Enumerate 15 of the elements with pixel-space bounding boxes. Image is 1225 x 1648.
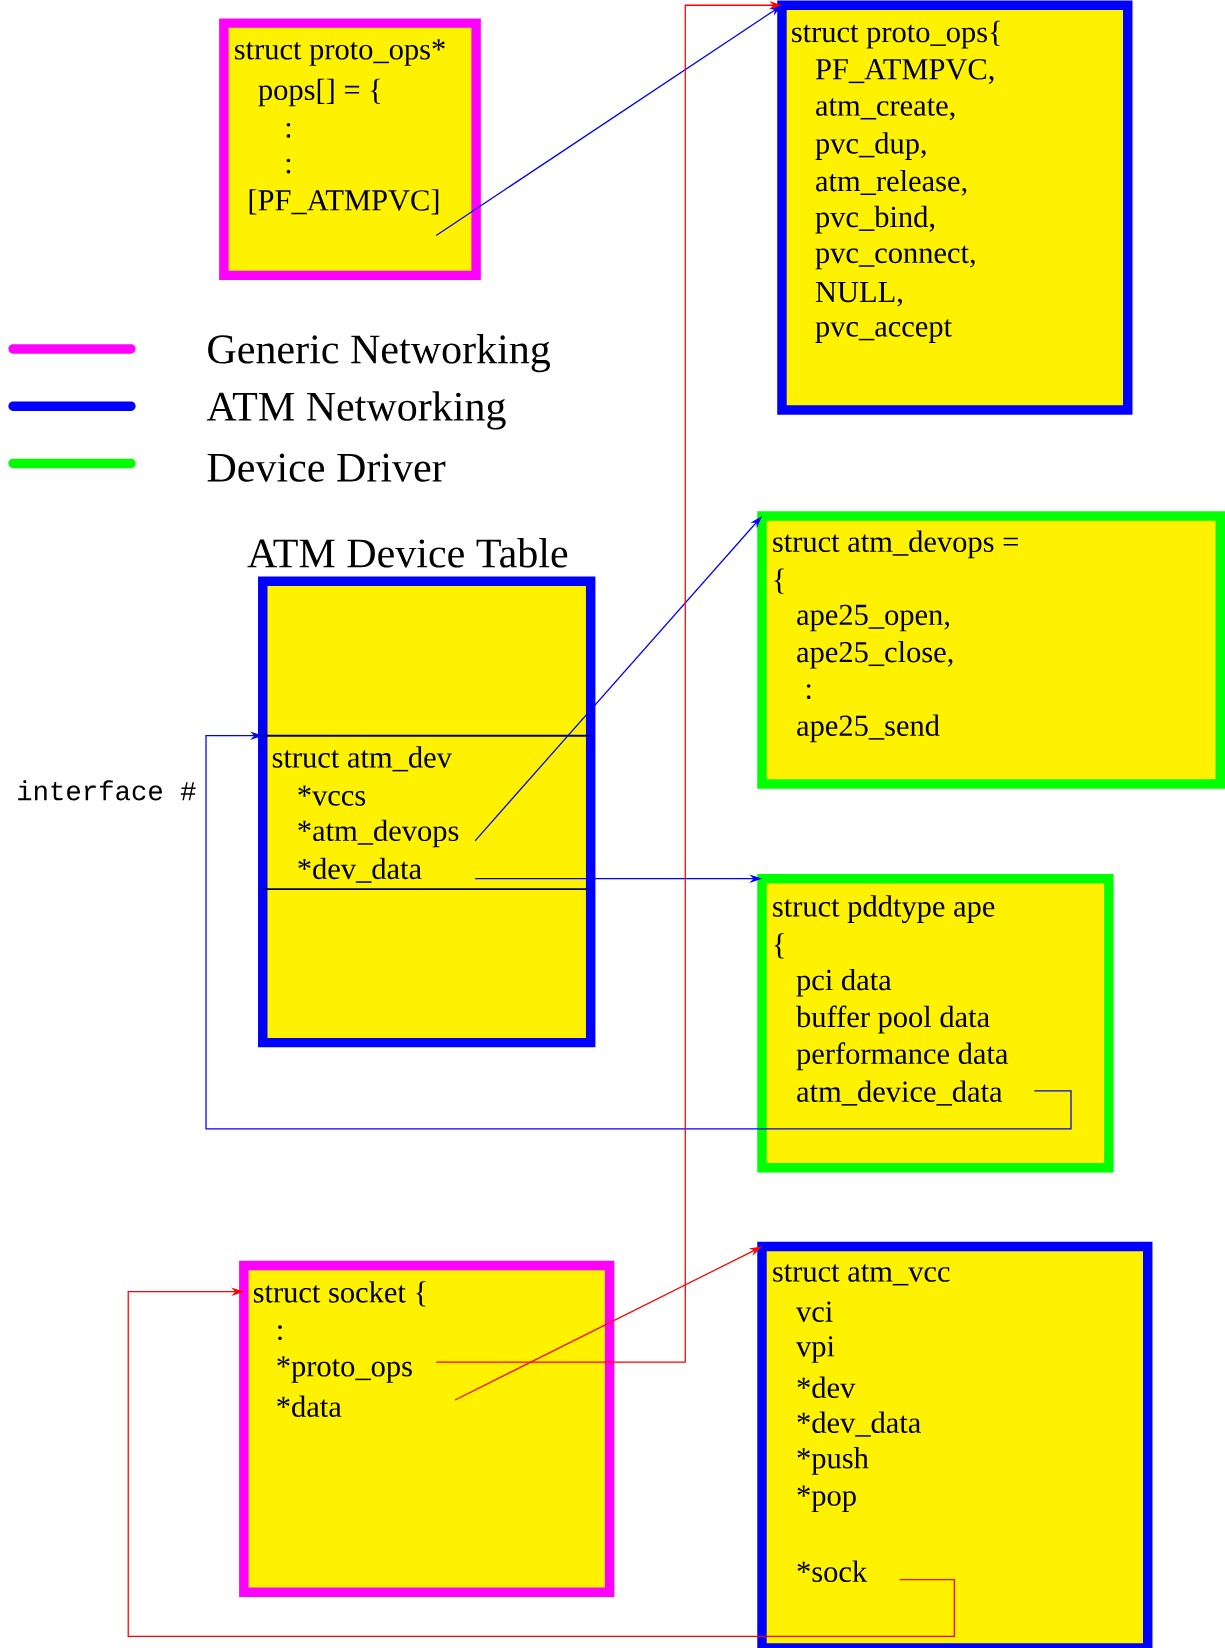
arrow: [205, 731, 1072, 1130]
node-label: ATM Device Table: [247, 538, 567, 568]
struct-box: struct atm_vcc vci vpi *dev *dev_data *push *pop *sock: [757, 1241, 1153, 1648]
legend-text: Device Driver: [207, 453, 446, 482]
struct-box: struct pddtype ape { pci data buffer pool data performance data atm_device_data: [757, 873, 1114, 1173]
struct-box: struct socket { : *proto_ops *data: [238, 1260, 615, 1598]
interface-label: interface #: [17, 780, 196, 801]
arrow: [474, 516, 762, 842]
struct-box: struct proto_ops* pops[] = { : : [PF_ATMPVC]: [218, 18, 481, 281]
legend-text: Generic Networking: [207, 334, 550, 373]
struct-box: struct proto_ops{ PF_ATMPVC, atm_create, pvc_dup, atm_release, pvc_bind, pvc_connect, NULL, pvc_accept: [777, 0, 1133, 415]
arrow: [127, 1287, 955, 1638]
legend-text: ATM Networking: [206, 391, 506, 430]
struct-box: struct atm_devops = { ape25_open, ape25_close, : ape25_send: [757, 511, 1225, 789]
struct-band: struct atm_dev *vccs *atm_devops *dev_data: [261, 734, 592, 891]
